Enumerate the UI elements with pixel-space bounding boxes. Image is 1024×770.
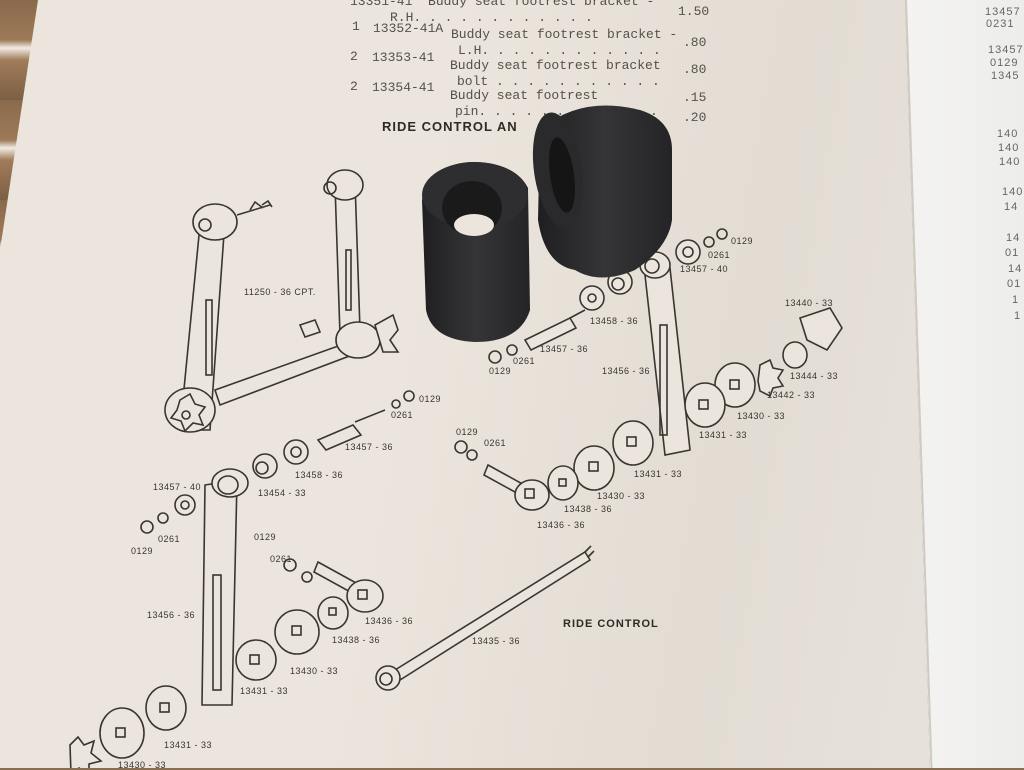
part-label: 0261 (270, 554, 293, 564)
part-price: 1.50 (678, 4, 710, 19)
part-label: 0261 (513, 356, 536, 366)
ref-number: 1 (1012, 294, 1020, 306)
part-label: 0129 (131, 546, 154, 556)
part-label: 0129 (731, 236, 754, 246)
ref-number: 140 (999, 156, 1021, 168)
part-label: 0261 (391, 410, 414, 420)
part-qty: 2 (350, 49, 358, 64)
section-heading: RIDE CONTROL AN (382, 119, 518, 134)
part-row: 13351-41 Buddy seat footrest bracket - (350, 0, 654, 9)
part-desc: Buddy seat footrest bracket - (428, 0, 655, 9)
part-number: 13353-41 (372, 50, 435, 65)
part-label: 13430 - 33 (597, 491, 646, 501)
ref-number: 01 (1007, 278, 1022, 290)
part-label: 13458 - 36 (295, 470, 344, 480)
diagram-caption: RIDE CONTROL (563, 618, 659, 630)
ref-number: 13457 (988, 44, 1024, 56)
part-label: 13444 - 33 (790, 371, 839, 381)
part-price: .80 (683, 62, 707, 77)
part-label: 13431 - 33 (634, 469, 683, 479)
part-label: 0129 (489, 366, 512, 376)
part-label: 13430 - 33 (118, 760, 167, 770)
ref-number: 1 (1014, 310, 1022, 322)
ref-number: 0129 (990, 57, 1019, 69)
part-label: 13458 - 36 (590, 316, 639, 326)
ref-number: 140 (1002, 186, 1024, 198)
part-label: 0261 (484, 438, 507, 448)
part-price: .15 (683, 90, 707, 105)
ref-number: 14 (1004, 201, 1019, 213)
part-label: 13457 - 36 (540, 344, 589, 354)
part-label: 13430 - 33 (290, 666, 339, 676)
part-label: 13438 - 36 (564, 504, 613, 514)
part-label: 13454 - 33 (258, 488, 307, 498)
assembled-unit-drawing (164, 169, 400, 433)
part-label: 13435 - 36 (472, 636, 521, 646)
right-exploded-parts (454, 228, 843, 511)
part-label: 13436 - 36 (365, 616, 414, 626)
part-desc: Buddy seat footrest bracket (450, 58, 661, 73)
part-label: 13442 - 33 (767, 390, 816, 400)
part-desc: Buddy seat footrest bracket - (451, 27, 678, 42)
assembly-label: 11250 - 36 CPT. (244, 287, 316, 297)
part-label: 0261 (708, 250, 731, 260)
rubber-bushings (422, 105, 672, 342)
part-label: 13456 - 36 (602, 366, 651, 376)
part-label: 13440 - 33 (785, 298, 834, 308)
ref-number: 140 (997, 128, 1019, 140)
ref-number: 14 (1006, 232, 1021, 244)
part-qty: 2 (350, 79, 358, 94)
part-label: 13457 - 36 (345, 442, 394, 452)
left-exploded-parts (69, 390, 595, 768)
ref-number: 14 (1008, 263, 1023, 275)
part-desc: Buddy seat footrest (450, 88, 599, 103)
ref-number: 13457 (985, 6, 1021, 18)
part-label: 13438 - 36 (332, 635, 381, 645)
part-price: .20 (683, 110, 707, 125)
part-label: 0129 (456, 427, 479, 437)
part-label: 13436 - 36 (537, 520, 586, 530)
part-desc-cont: bolt . . . . . . . . . . . (457, 74, 660, 89)
part-label: 13457 - 40 (153, 482, 202, 492)
part-number: 13354-41 (372, 80, 435, 95)
ref-number: 1345 (991, 70, 1020, 82)
part-label: 13431 - 33 (240, 686, 289, 696)
part-desc-cont: R.H. . . . . . . . . . . . (390, 10, 593, 25)
part-label: 0261 (158, 534, 181, 544)
part-desc-cont: L.H. . . . . . . . . . . . (458, 43, 661, 58)
part-label: 13457 - 40 (680, 264, 729, 274)
part-label: 13431 - 33 (699, 430, 748, 440)
rubber-bushing-back (532, 105, 672, 278)
part-label: 13431 - 33 (164, 740, 213, 750)
part-number: 13351-41 (350, 0, 413, 9)
part-label: 13430 - 33 (737, 411, 786, 421)
part-qty: 1 (352, 19, 360, 34)
ref-number: 140 (998, 142, 1020, 154)
ref-number: 01 (1005, 247, 1020, 259)
part-number: 13352-41A (373, 21, 444, 36)
part-label: 0129 (254, 532, 277, 542)
part-label: 13456 - 36 (147, 610, 196, 620)
part-label: 0129 (419, 394, 442, 404)
rubber-bushing-front (422, 162, 530, 342)
ref-number: 0231 (986, 18, 1015, 30)
part-price: .80 (683, 35, 707, 50)
